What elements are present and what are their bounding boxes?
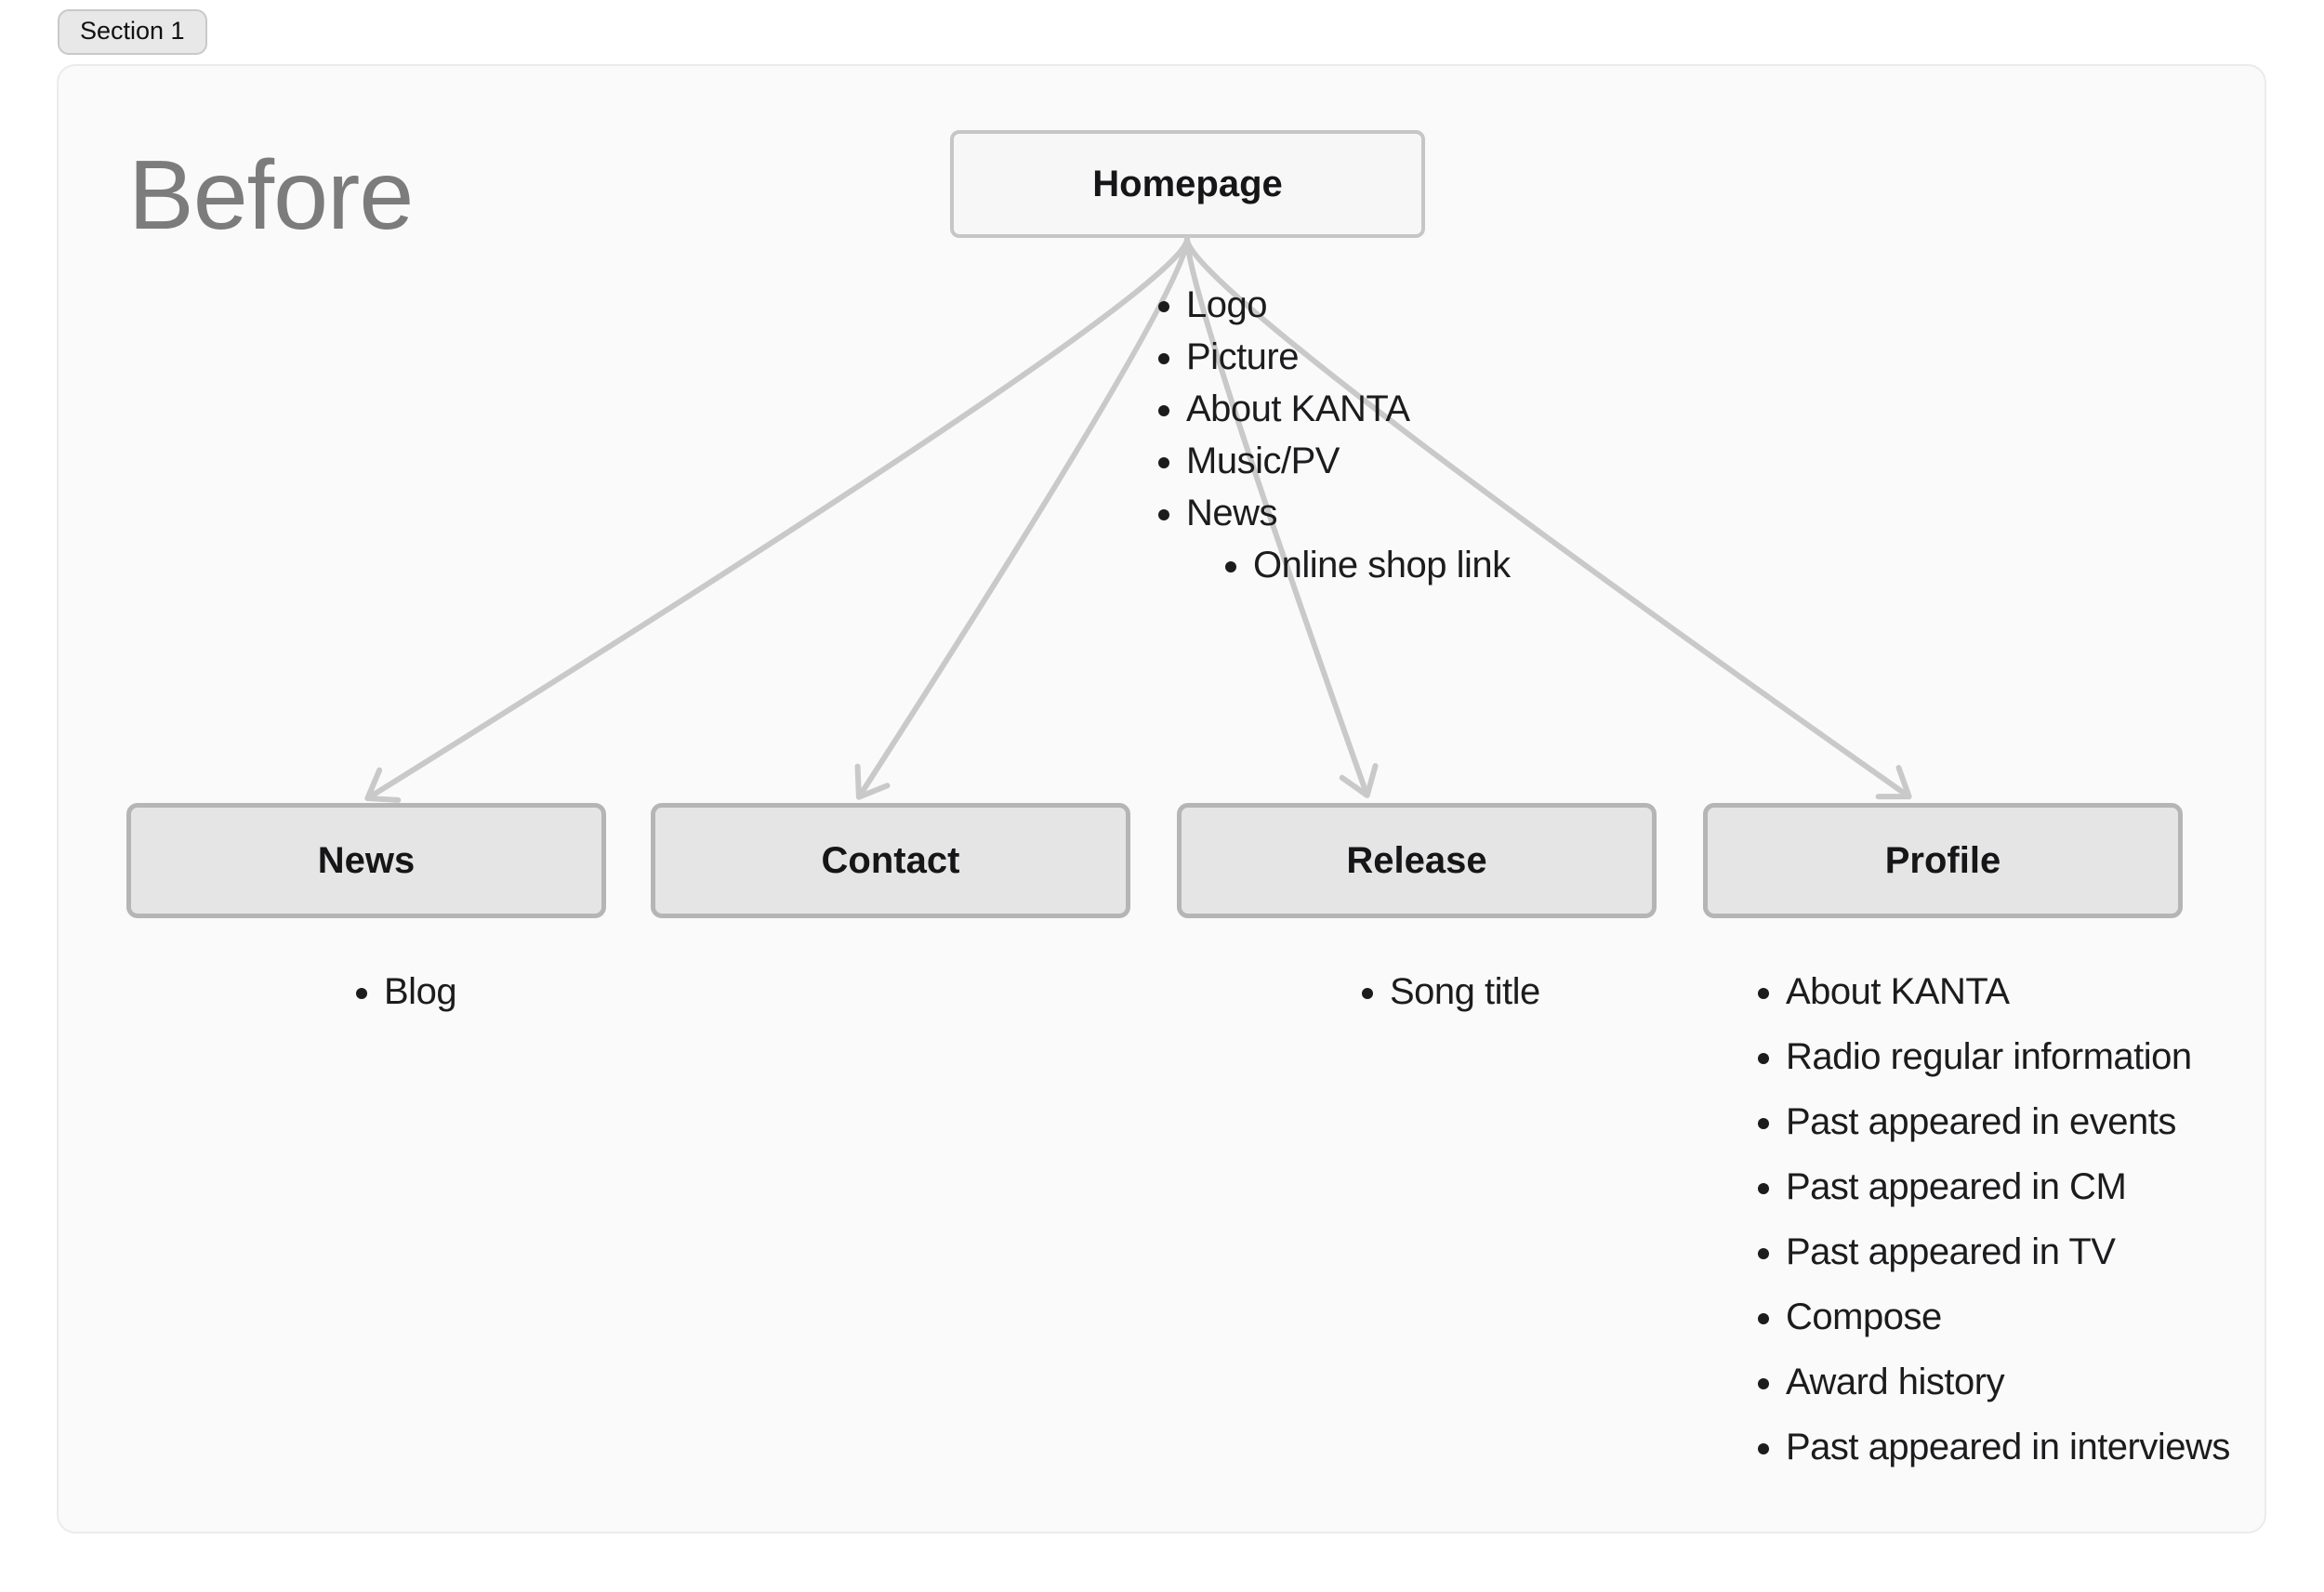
list-item: Past appeared in TV (1786, 1219, 2241, 1284)
list-item: Radio regular information (1786, 1024, 2241, 1089)
list-item: Blog (384, 966, 746, 1018)
node-release: Release (1177, 803, 1657, 918)
list-item: Past appeared in events (1786, 1089, 2241, 1154)
list-item: Past appeared in CM (1786, 1154, 2241, 1219)
node-contact: Contact (651, 803, 1130, 918)
node-contact-label: Contact (821, 839, 960, 881)
list-item: Picture (1186, 331, 1679, 383)
list-item: Compose (1786, 1284, 2241, 1349)
homepage-list: LogoPictureAbout KANTAMusic/PVNews (1158, 279, 1679, 539)
node-homepage: Homepage (950, 130, 1425, 238)
list-item: Song title (1390, 966, 1752, 1018)
node-news-label: News (317, 839, 416, 881)
node-homepage-label: Homepage (1092, 163, 1283, 204)
homepage-sublist: Online shop link (1158, 539, 1679, 591)
list-item: News (1186, 487, 1679, 539)
list-item: Past appeared in interviews (1786, 1414, 2241, 1480)
profile-list: About KANTARadio regular informationPast… (1758, 959, 2241, 1480)
node-profile: Profile (1703, 803, 2183, 918)
list-item: Music/PV (1186, 435, 1679, 487)
node-profile-label: Profile (1884, 839, 2001, 881)
list-item: Award history (1786, 1349, 2241, 1414)
node-news: News (126, 803, 606, 918)
release-list: Song title (1362, 966, 1752, 1018)
page-title: Before (128, 140, 414, 250)
homepage-feature-list: LogoPictureAbout KANTAMusic/PVNews Onlin… (1158, 279, 1679, 591)
section-tag[interactable]: Section 1 (58, 9, 207, 55)
news-list: Blog (356, 966, 746, 1018)
list-item: About KANTA (1786, 959, 2241, 1024)
list-item: About KANTA (1186, 383, 1679, 435)
node-release-label: Release (1346, 839, 1487, 881)
list-item: Logo (1186, 279, 1679, 331)
list-item: Online shop link (1253, 539, 1679, 591)
